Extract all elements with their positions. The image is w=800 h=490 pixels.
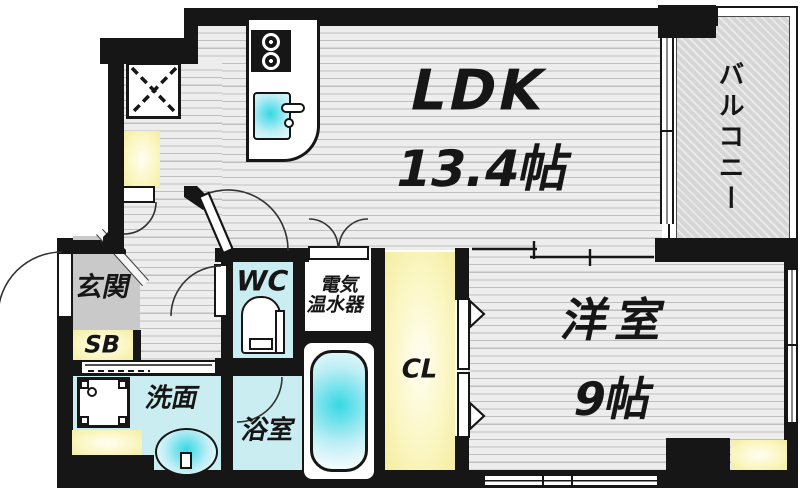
wc-door-arc bbox=[170, 265, 222, 317]
wall-wc-top bbox=[215, 248, 309, 262]
washer-corner-tr bbox=[118, 380, 127, 389]
floor-bedroom bbox=[468, 250, 786, 472]
wall-balcony-topleft bbox=[658, 5, 716, 38]
wall-closet-stub-bottom bbox=[455, 436, 469, 472]
toilet-tank-icon bbox=[275, 310, 285, 354]
hall-storage-door-arc bbox=[123, 201, 157, 235]
wall-diagonal-hall bbox=[103, 232, 126, 254]
faucet-icon bbox=[281, 103, 305, 113]
wall-closet-stub-top bbox=[455, 248, 469, 300]
shoe-box-cabinet bbox=[73, 330, 133, 360]
room-closet bbox=[385, 252, 455, 470]
wall-bedroom-pillar bbox=[666, 438, 730, 472]
label-closet: CL bbox=[398, 354, 441, 385]
washer-corner-bl bbox=[80, 416, 89, 425]
heater-door-arc-right bbox=[338, 218, 369, 249]
label-heater-line2: 温水器 bbox=[305, 294, 367, 316]
balcony-deck bbox=[676, 16, 790, 246]
hall-storage-cabinet bbox=[124, 131, 160, 188]
label-shoe-box: SB bbox=[81, 330, 123, 359]
ldk-door-arc bbox=[203, 189, 289, 252]
washer-knob-icon bbox=[87, 387, 97, 397]
heater-door-arc-left bbox=[308, 218, 339, 249]
label-bathroom: 浴室 bbox=[238, 415, 298, 446]
kitchen-sink-icon bbox=[253, 92, 291, 140]
water-heater-closet bbox=[305, 252, 371, 332]
wall-sb-right bbox=[133, 330, 141, 360]
label-bedroom: 洋室 bbox=[557, 292, 677, 347]
bedroom-counter-box bbox=[731, 440, 787, 470]
bathroom-door-arc bbox=[236, 376, 283, 423]
entrance-door-arc bbox=[0, 251, 63, 304]
label-heater-line1: 電気 bbox=[318, 274, 362, 297]
label-ldk: LDK bbox=[404, 58, 553, 124]
label-washroom: 洗面 bbox=[142, 383, 202, 414]
wall-wc-bath bbox=[215, 358, 305, 376]
washer-corner-br bbox=[118, 416, 127, 425]
washer-corner-tl bbox=[80, 380, 89, 389]
wall-washroom-notch bbox=[72, 455, 154, 472]
label-wc: WC bbox=[232, 264, 292, 298]
closet-folding-door-upper bbox=[457, 298, 470, 370]
washroom-sliding-door bbox=[80, 360, 217, 375]
wall-wash-bath bbox=[221, 360, 233, 472]
label-entrance: 玄関 bbox=[72, 271, 134, 303]
shaft-x-line2 bbox=[130, 66, 178, 115]
wc-door-leaf bbox=[214, 264, 228, 317]
label-water-heater: 電気 温水器 bbox=[305, 274, 370, 316]
entrance-door-leaf bbox=[57, 252, 73, 318]
ldk-door-leaf bbox=[197, 191, 235, 255]
stove-burner-bottom bbox=[262, 52, 280, 70]
label-ldk-size: 13.4帖 bbox=[390, 139, 576, 198]
room-bathroom bbox=[233, 376, 303, 472]
label-bedroom-size: 9帖 bbox=[568, 371, 658, 426]
wall-left-upper bbox=[108, 38, 124, 250]
faucet-knob-icon bbox=[284, 118, 294, 128]
washroom-cabinet bbox=[72, 430, 142, 456]
hall-storage-door-leaf bbox=[122, 186, 155, 203]
closet-arrow-upper bbox=[468, 298, 486, 330]
bathtub-inner bbox=[310, 350, 368, 472]
label-balcony: バルコニー bbox=[714, 60, 744, 216]
closet-arrow-lower bbox=[468, 400, 486, 432]
toilet-base-icon bbox=[249, 338, 273, 350]
stove-burner-top bbox=[262, 33, 280, 51]
wall-balcony-bottom bbox=[655, 238, 798, 262]
washbasin-tap-icon bbox=[180, 452, 192, 469]
